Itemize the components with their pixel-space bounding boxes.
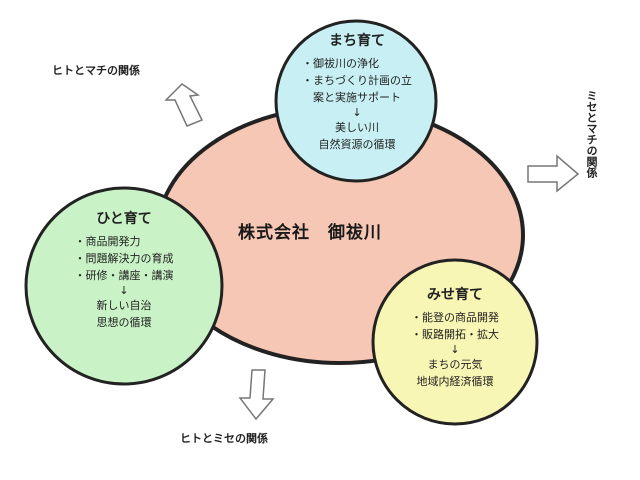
hito-circle (24, 186, 224, 386)
arrow-hito-machi-icon (164, 83, 204, 127)
hito-down-arrow: ↓ (119, 284, 129, 297)
machi-down-arrow: ↓ (352, 106, 362, 119)
list-item: ・研修・講座・講演 (74, 269, 174, 282)
mise-title: みせ育て (427, 287, 483, 303)
list-item: 案と実施サポート (302, 91, 401, 104)
machi-text-block: まち育て ・御祓川の浄化 ・まちづくり計画の立 案と実施サポート ↓ 美しい川 … (282, 30, 432, 153)
list-item: ・問題解決力の育成 (74, 252, 174, 265)
relation-mise-machi-label: ミセとマチの関係 (585, 90, 598, 178)
hito-items: ・商品開発力 ・問題解決力の育成 ・研修・講座・講演 (75, 233, 174, 284)
mise-circle (371, 258, 539, 426)
arrow-hito-mise-icon (238, 369, 275, 421)
mise-down-arrow: ↓ (450, 343, 460, 356)
mise-items: ・能登の商品開発 ・販路開拓・拡大 (411, 309, 499, 343)
mise-text-block: みせ育て ・能登の商品開発 ・販路開拓・拡大 ↓ まちの元気 地域内経済循環 (382, 284, 528, 390)
hito-text-block: ひと育て ・商品開発力 ・問題解決力の育成 ・研修・講座・講演 ↓ 新しい自治 … (40, 208, 208, 331)
list-item: ・能登の商品開発 (411, 311, 499, 324)
mise-result-2: 地域内経済循環 (416, 375, 494, 388)
machi-items: ・御祓川の浄化 ・まちづくり計画の立 案と実施サポート (302, 55, 412, 106)
hito-title: ひと育て (96, 211, 152, 227)
company-title: 株式会社 御祓川 (238, 223, 382, 243)
list-item: ・販路開拓・拡大 (411, 328, 499, 341)
arrow-mise-machi-icon (527, 154, 580, 193)
hito-result-1: 新しい自治 (96, 299, 152, 312)
machi-result-2: 自然資源の循環 (318, 138, 396, 151)
machi-result-1: 美しい川 (335, 121, 379, 134)
list-item: ・まちづくり計画の立 (302, 74, 412, 87)
list-item: ・商品開発力 (74, 235, 141, 248)
relation-hito-mise-label: ヒトとミセの関係 (180, 432, 268, 445)
machi-circle (274, 19, 438, 183)
mise-result-1: まちの元気 (427, 358, 483, 371)
relation-hito-machi-label: ヒトとマチの関係 (52, 64, 140, 77)
machi-title: まち育て (329, 33, 385, 49)
hito-result-2: 思想の循環 (96, 316, 152, 329)
list-item: ・御祓川の浄化 (302, 57, 379, 70)
